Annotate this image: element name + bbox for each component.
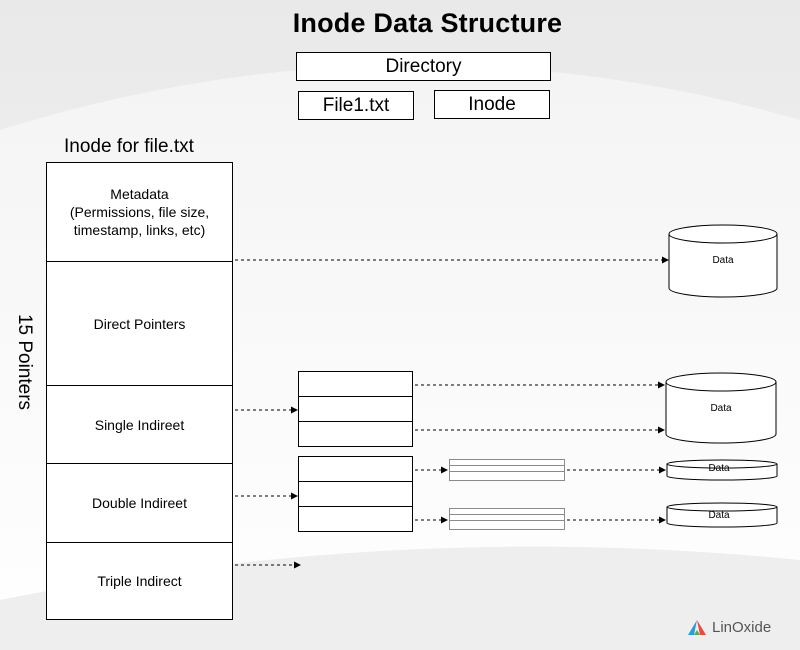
double-indirect-block <box>298 456 413 532</box>
direct-pointers-cell: Direct Pointers <box>47 262 232 386</box>
pointer-row <box>299 397 412 422</box>
second-level-block <box>449 508 565 530</box>
second-level-block <box>449 459 565 481</box>
data-label: Data <box>708 510 730 521</box>
pointer-row <box>299 457 412 482</box>
pointer-row <box>450 509 564 515</box>
pointer-row <box>450 521 564 527</box>
pointer-row <box>299 372 412 397</box>
inode-box: Inode <box>434 90 550 119</box>
pointer-row <box>450 515 564 521</box>
file-box: File1.txt <box>298 91 414 120</box>
pointer-row <box>299 422 412 447</box>
single-indirect-block <box>298 371 413 447</box>
data-label: Data <box>712 255 734 266</box>
single-indirect-cell: Single Indireet <box>47 386 232 464</box>
metadata-cell: Metadata (Permissions, file size, timest… <box>47 163 232 262</box>
pointer-row <box>450 466 564 472</box>
logo-text: LinOxide <box>712 619 772 636</box>
double-indirect-cell: Double Indireet <box>47 464 232 543</box>
linoxide-logo: LinOxide <box>688 619 771 636</box>
directory-box: Directory <box>296 52 551 81</box>
diagram-title: Inode Data Structure <box>292 8 563 38</box>
pointers-label: 15 Pointers <box>14 313 35 411</box>
inode-table: Metadata (Permissions, file size, timest… <box>46 162 233 620</box>
data-label: Data <box>708 463 730 474</box>
triple-indirect-cell: Triple Indirect <box>97 573 182 589</box>
logo-icon <box>688 619 706 635</box>
pointer-row <box>450 472 564 478</box>
pointer-row <box>450 460 564 466</box>
pointer-row <box>299 507 412 532</box>
inode-label: Inode for file.txt <box>64 136 194 157</box>
data-label: Data <box>710 403 732 414</box>
pointer-row <box>299 482 412 507</box>
